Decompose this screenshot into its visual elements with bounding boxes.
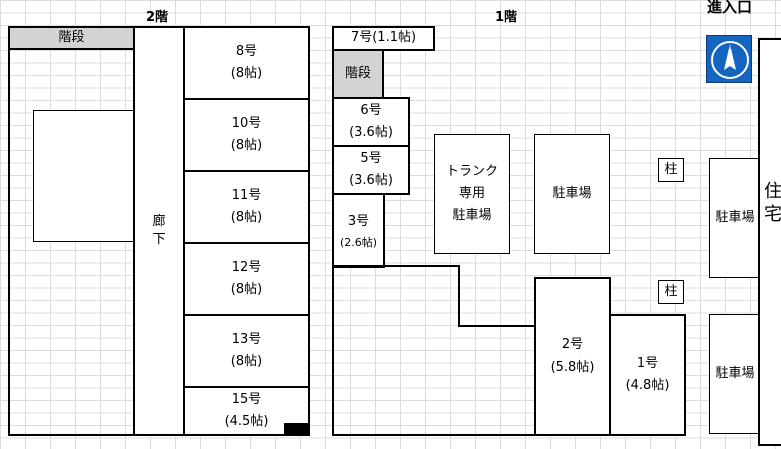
room-7: 7号(1.1帖) — [332, 26, 435, 51]
floor-1-title: 1階 — [495, 10, 518, 25]
compass: N — [706, 35, 752, 83]
room-2: 2号(5.8帖) — [534, 277, 611, 436]
room-1: 1号(4.8帖) — [609, 314, 686, 436]
parking-1f: 駐車場 — [534, 134, 610, 254]
room-11: 11号(8帖) — [183, 170, 310, 244]
room-12: 12号(8帖) — [183, 242, 310, 316]
floor-1-bottom-wall — [332, 434, 686, 436]
stairs-2f: 階段 — [8, 26, 135, 50]
compass-letter: N — [728, 45, 732, 51]
north-arrow-icon: N — [711, 41, 749, 79]
corridor-2f: 廊 下 — [133, 26, 185, 436]
void-area-2f — [33, 110, 135, 242]
parking-right-bottom: 駐車場 — [709, 314, 761, 434]
entrance-label: 進入口 — [707, 0, 753, 16]
room-5: 5号(3.6帖) — [332, 145, 410, 195]
room-13: 13号(8帖) — [183, 314, 310, 388]
wall-1f-b — [458, 265, 460, 327]
wall-1f-c — [458, 325, 536, 327]
floor-2-title: 2階 — [146, 10, 169, 25]
room-8: 8号(8帖) — [183, 26, 310, 100]
room-10: 10号(8帖) — [183, 98, 310, 172]
wall-1f-a — [332, 265, 460, 267]
trunk-parking: トランク 専用 駐車場 — [434, 134, 510, 254]
residence: 住 宅 — [758, 38, 781, 446]
room-6: 6号(3.6帖) — [332, 97, 410, 147]
parking-right-top: 駐車場 — [709, 158, 761, 278]
room-3: 3号(2.6帖) — [332, 193, 385, 268]
room-15-fixture — [284, 423, 308, 434]
stairs-1f: 階段 — [332, 49, 384, 99]
pillar-bottom: 柱 — [658, 280, 684, 304]
pillar-top: 柱 — [658, 158, 684, 182]
